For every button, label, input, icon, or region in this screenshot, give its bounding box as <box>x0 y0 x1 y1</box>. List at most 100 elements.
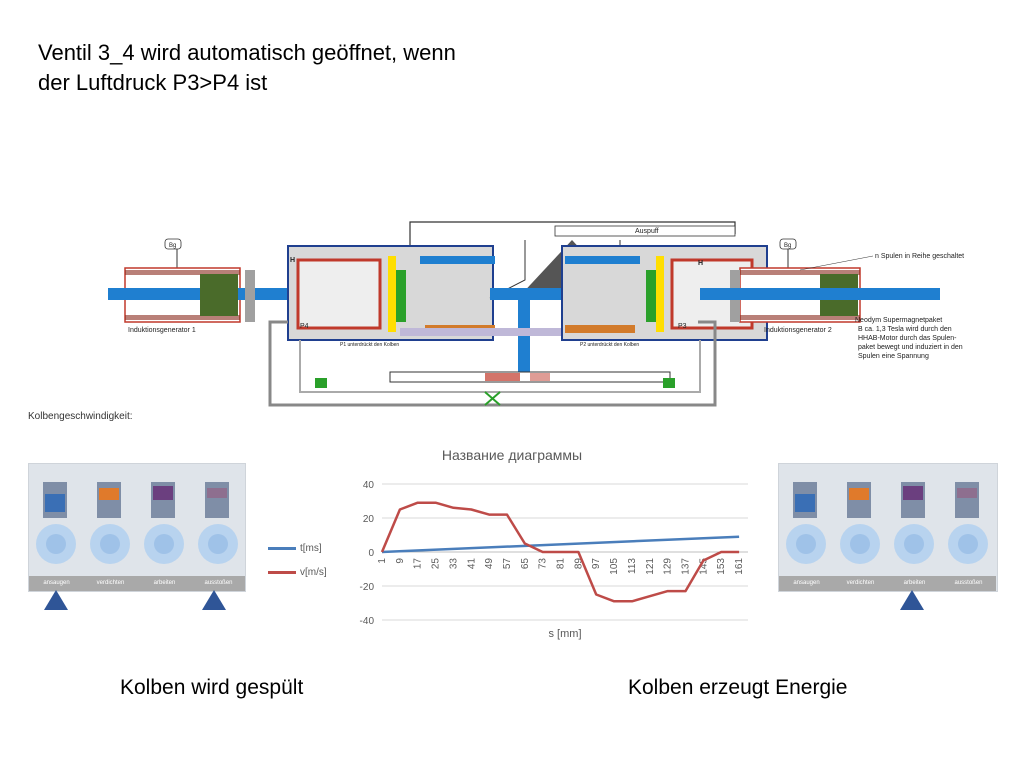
engine-icon <box>948 482 988 564</box>
p1-label: P1 unterdrückt den Kolben <box>340 342 399 348</box>
caption-right: Kolben erzeugt Energie <box>628 676 848 699</box>
engine-panel: ausstoßen <box>941 464 996 591</box>
x-tick-label: 153 <box>716 558 727 575</box>
engine-step-label: verdichten <box>83 576 138 591</box>
exhaust-box <box>554 225 736 237</box>
engine-panel: arbeiten <box>137 464 192 591</box>
right-upper-valve <box>565 256 640 264</box>
magnet-note: Neodym Supermagnetpaket B ca. 1,3 Tesla … <box>855 317 963 360</box>
chart-title: Название диаграммы <box>442 447 582 463</box>
h-right: H <box>698 260 703 267</box>
engine-step-label: arbeiten <box>137 576 192 591</box>
gen-left-rod <box>108 288 288 300</box>
title-line-1: Ventil 3_4 wird automatisch geöffnet, we… <box>38 40 456 65</box>
x-tick-label: 161 <box>734 558 745 575</box>
x-tick-label: 81 <box>556 558 567 570</box>
piston-right-yellow <box>656 256 664 332</box>
right-lower-valve <box>565 325 635 333</box>
x-tick-label: 145 <box>698 558 709 575</box>
magnet-note-line: paket bewegt und induziert in den <box>858 344 963 351</box>
cross-valve <box>484 391 501 406</box>
valve-right <box>663 378 675 388</box>
h-left: H <box>290 257 295 264</box>
indicator-triangle-right <box>900 590 924 610</box>
magnet-note-line: Spulen eine Spannung <box>858 353 929 360</box>
engine-step-label: arbeiten <box>887 576 942 591</box>
engine-strip-right: ansaugen verdichten arbeiten ausstoßen <box>778 463 998 592</box>
gen-left-coil-bottom <box>125 315 240 320</box>
page-title: Ventil 3_4 wird automatisch geöffnet, we… <box>38 38 456 98</box>
engine-panel: ausstoßen <box>191 464 245 591</box>
x-tick-label: 33 <box>448 558 459 570</box>
y-tick-label: -20 <box>360 582 375 593</box>
x-tick-label: 17 <box>413 558 424 570</box>
engine-step-label: ausstoßen <box>941 576 996 591</box>
x-tick-label: 57 <box>502 558 513 570</box>
magnet-note-line: Neodym Supermagnetpaket <box>855 317 942 324</box>
engine-panel: arbeiten <box>887 464 942 591</box>
chart-xlabel: s [mm] <box>549 628 582 640</box>
legend-label-v: v[m/s] <box>300 567 327 578</box>
gauge-right-icon <box>779 238 797 250</box>
y-tick-label: 40 <box>363 480 375 491</box>
gen-right-rod <box>700 288 940 300</box>
gen-right-label: Induktionsgenerator 2 <box>764 327 832 334</box>
coils-leader <box>799 255 874 271</box>
engine-panel: verdichten <box>83 464 138 591</box>
y-tick-label: 20 <box>363 514 375 525</box>
gen-right-coil-bottom <box>740 315 860 320</box>
series-line-1 <box>380 501 740 603</box>
outer-pipe <box>268 320 717 407</box>
legend-entry-t: t[ms] <box>268 543 322 554</box>
speed-label: Kolbengeschwindigkeit: <box>28 411 133 422</box>
valve-left <box>315 378 327 388</box>
gen-left-coil-top <box>125 270 240 275</box>
gauge-left-icon <box>164 238 182 250</box>
gauge-right-label: Bg <box>784 243 791 249</box>
engine-icon <box>894 482 934 564</box>
p4-label: P4 <box>300 323 309 330</box>
gauge-left-label: Bg <box>169 243 176 249</box>
engine-panel: verdichten <box>833 464 888 591</box>
y-tick-label: 0 <box>368 548 374 559</box>
engine-icon <box>786 482 826 564</box>
x-tick-label: 49 <box>484 558 495 570</box>
legend-entry-v: v[m/s] <box>268 567 327 578</box>
magnet-note-line: B ca. 1,3 Tesla wird durch den <box>858 326 952 333</box>
engine-schematic: Auspuff Bg Induktionsgenerator 1 H P4 P1… <box>108 221 964 407</box>
left-upper-valve <box>420 256 495 264</box>
magnet-note-line: HHAB-Motor durch das Spulen- <box>858 335 957 342</box>
p2-label: P2 unterdrückt den Kolben <box>580 342 639 348</box>
engine-icon <box>144 482 184 564</box>
engine-panel: ansaugen <box>779 464 834 591</box>
gen-right-coil-top <box>740 270 860 275</box>
engine-icon <box>840 482 880 564</box>
engine-icon <box>198 482 238 564</box>
engine-panel: ansaugen <box>29 464 84 591</box>
x-tick-label: 73 <box>538 558 549 570</box>
engine-step-label: ausstoßen <box>191 576 245 591</box>
x-tick-label: 121 <box>645 558 656 575</box>
engine-strip-left: ansaugen verdichten arbeiten ausstoßen <box>28 463 246 592</box>
indicator-triangle-left-1 <box>44 590 68 610</box>
x-tick-label: 129 <box>663 558 674 575</box>
legend-swatch-v <box>268 571 296 574</box>
x-tick-label: 113 <box>627 558 638 574</box>
bottom-piston-red2 <box>530 373 550 381</box>
y-tick-label: -40 <box>360 616 375 627</box>
x-tick-label: 9 <box>395 558 406 564</box>
gen-left-plate <box>245 270 255 322</box>
engine-step-label: ansaugen <box>779 576 834 591</box>
x-tick-label: 97 <box>591 558 602 570</box>
piston-left-green <box>396 270 406 322</box>
x-tick-label: 1 <box>377 558 388 564</box>
engine-step-label: ansaugen <box>29 576 84 591</box>
x-tick-label: 65 <box>520 558 531 570</box>
title-line-2: der Luftdruck P3>P4 ist <box>38 70 268 95</box>
x-tick-label: 89 <box>573 558 584 570</box>
bottom-piston-red <box>485 373 520 381</box>
gen-left-magnet <box>200 274 238 316</box>
engine-step-label: verdichten <box>833 576 888 591</box>
gen-left-label: Induktionsgenerator 1 <box>128 327 196 334</box>
x-tick-label: 105 <box>609 558 620 575</box>
